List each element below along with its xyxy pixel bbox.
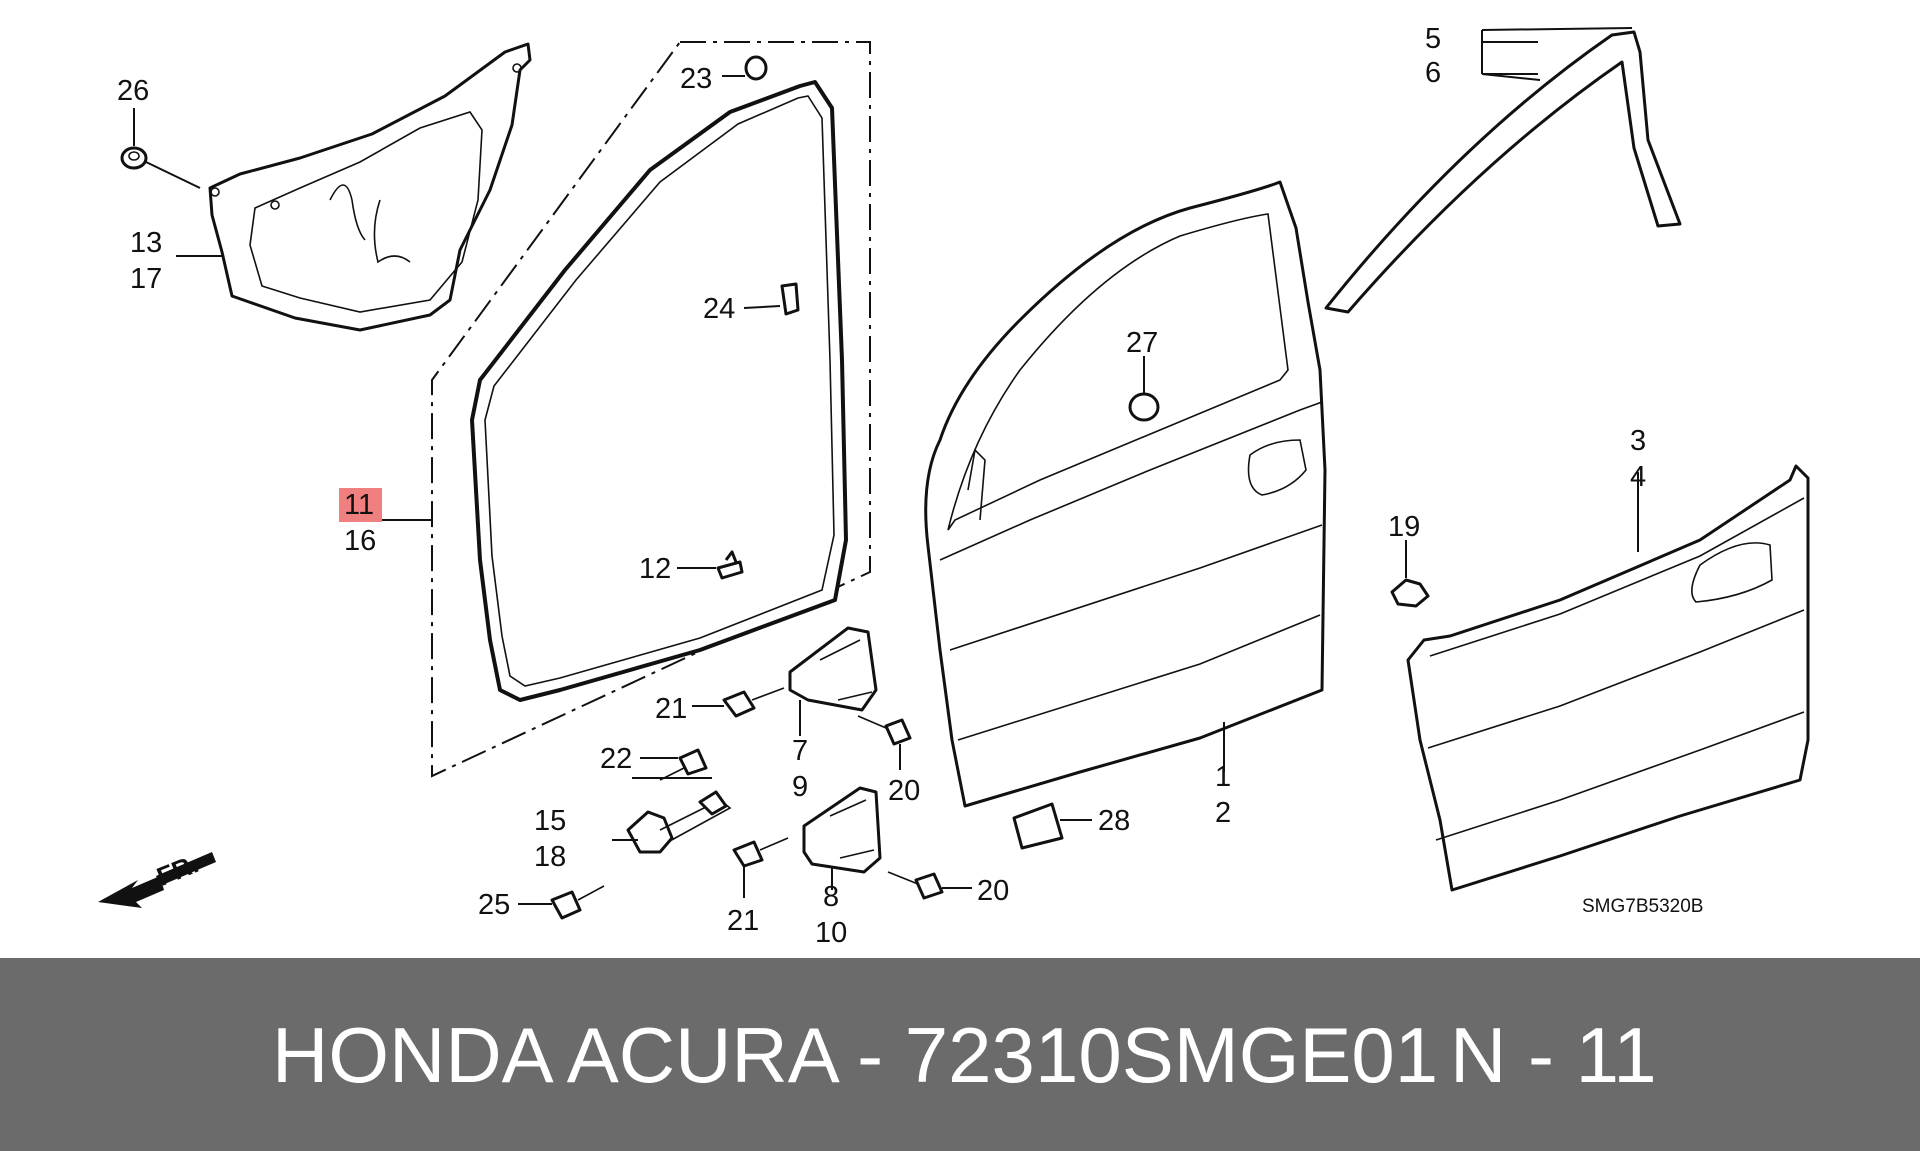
callout-19: 19 (1388, 511, 1420, 543)
bolt-21-upper (692, 687, 785, 718)
sash-molding (1324, 27, 1682, 314)
part-title: HONDA ACURA - 72310SMGE01 (272, 1011, 1439, 1099)
clip-19 (1390, 540, 1430, 608)
front-door-assembly (924, 180, 1327, 808)
callout-9: 9 (792, 771, 808, 803)
parts-diagram: FR. 26 13 17 23 24 11 16 12 5 6 27 3 4 1… (98, 23, 1810, 949)
door-checker (612, 777, 732, 854)
callout-8: 8 (823, 881, 839, 913)
callout-21-lower: 21 (727, 905, 759, 937)
inner-door-sheet (208, 42, 532, 332)
door-skin (1406, 464, 1810, 892)
lower-hinge (802, 786, 882, 890)
callout-10: 10 (815, 917, 847, 949)
callout-12: 12 (639, 553, 671, 585)
callout-26: 26 (117, 75, 149, 107)
callout-18: 18 (534, 841, 566, 873)
callout-23: 23 (680, 63, 712, 95)
callout-4: 4 (1630, 461, 1646, 493)
callout-7: 7 (792, 735, 808, 767)
callout-21-upper: 21 (655, 693, 687, 725)
callout-13: 13 (130, 227, 162, 259)
callout-11: 11 (344, 489, 374, 521)
callout-6: 6 (1425, 57, 1441, 89)
upper-hinge (788, 626, 878, 736)
pad-28 (1012, 802, 1092, 850)
callout-1: 1 (1215, 761, 1231, 793)
bolt-25 (518, 885, 605, 920)
callout-5: 5 (1425, 23, 1441, 55)
clip-24 (743, 282, 800, 316)
clip-27 (1128, 356, 1160, 422)
bolt-20-upper (857, 715, 912, 770)
clip-23 (722, 55, 768, 81)
bolt-22 (640, 748, 708, 781)
callout-28: 28 (1098, 805, 1130, 837)
callout-27: 27 (1126, 327, 1158, 359)
callout-labels: 26 13 17 23 24 11 16 12 5 6 27 3 4 19 1 … (117, 23, 1646, 949)
callout-2: 2 (1215, 797, 1231, 829)
callout-20-upper: 20 (888, 775, 920, 807)
callout-20-lower: 20 (977, 875, 1009, 907)
highlight-11 (339, 488, 382, 522)
drawing-code: SMG7B5320B (1582, 896, 1703, 917)
clip-12 (677, 550, 744, 580)
callout-25: 25 (478, 889, 510, 921)
callout-22: 22 (600, 743, 632, 775)
door-weatherstrip (470, 80, 848, 702)
callout-15: 15 (534, 805, 566, 837)
callout-17: 17 (130, 263, 162, 295)
footer-bar: HONDA ACURA - 72310SMGE01 N - 11 (0, 958, 1920, 1151)
callout-16: 16 (344, 525, 376, 557)
bolt-21-lower (732, 837, 789, 898)
callout-24: 24 (703, 293, 735, 325)
callout-3: 3 (1630, 425, 1646, 457)
page-indicator: N - 11 (1450, 1011, 1657, 1099)
clip-26 (120, 108, 201, 189)
front-direction-arrow: FR. (98, 848, 216, 908)
bolt-20-lower (887, 871, 972, 900)
